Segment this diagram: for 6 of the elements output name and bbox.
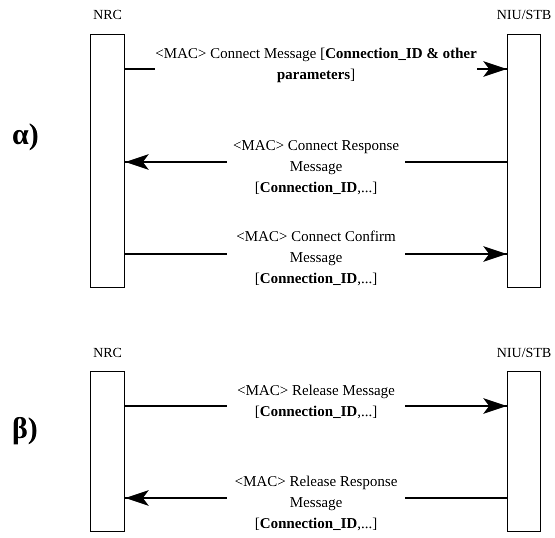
participant-label: NIU/STB	[496, 8, 552, 24]
participant-label: NRC	[93, 346, 122, 362]
participant-label: NIU/STB	[496, 346, 552, 362]
section-label: β)	[12, 412, 38, 446]
participant-label: NRC	[93, 8, 122, 24]
section-label: α)	[12, 118, 39, 152]
